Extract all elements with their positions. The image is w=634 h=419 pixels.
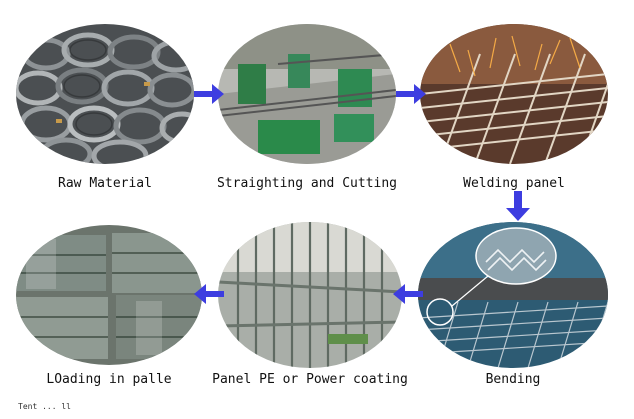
step-label: Welding panel — [463, 176, 565, 191]
step-label: Raw Material — [58, 176, 152, 191]
raw-material-photo — [16, 24, 194, 164]
arrow-down-icon — [506, 191, 530, 221]
bending-photo — [418, 222, 608, 368]
arrow-right-icon — [194, 84, 224, 104]
panel-coating-photo — [218, 222, 402, 368]
step-label: Straighting and Cutting — [216, 176, 397, 191]
step-label: Panel PE or Power coating — [212, 372, 408, 387]
welding-panel-photo — [420, 24, 608, 164]
arrow-left-icon — [194, 284, 224, 304]
step-label: LOading in palle — [46, 372, 172, 387]
step-label: Bending — [485, 372, 541, 387]
loading-in-palle-photo — [16, 225, 202, 365]
arrow-left-icon — [393, 284, 423, 304]
footer-text: Tent ... ll — [18, 402, 71, 411]
arrow-right-icon — [396, 84, 426, 104]
straighting-cutting-photo — [218, 24, 396, 164]
